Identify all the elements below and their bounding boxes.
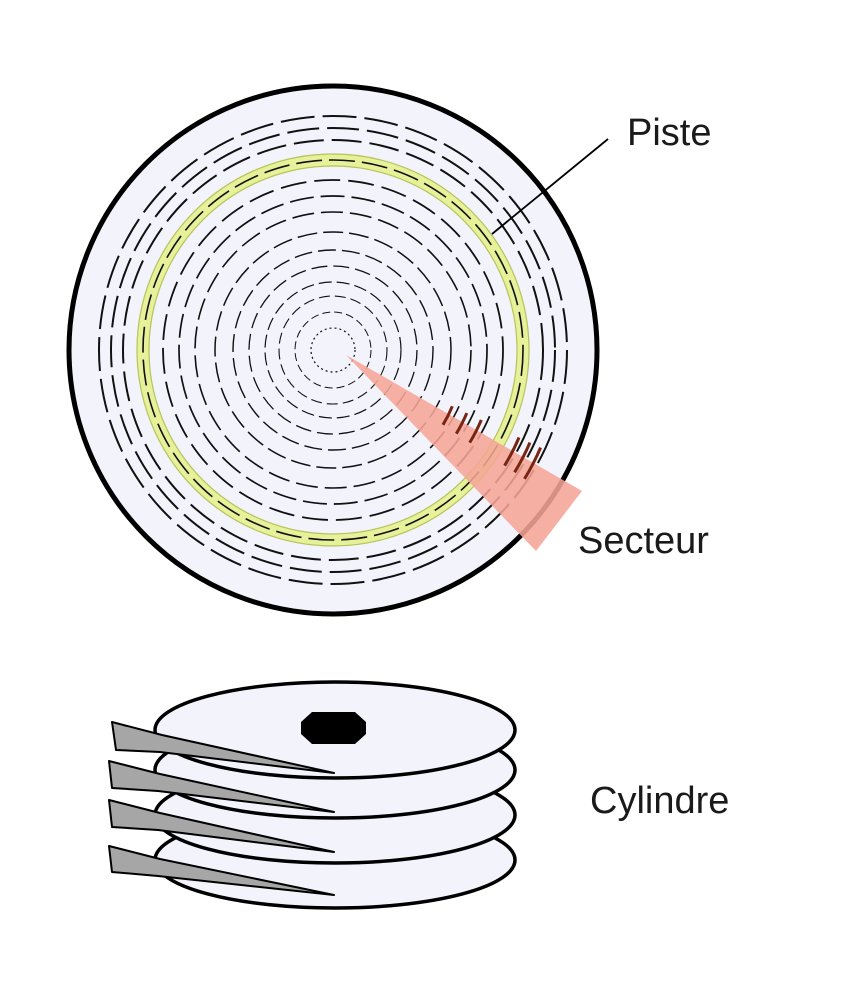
sector-track-segments: [441, 405, 542, 480]
track: [162, 179, 504, 521]
cylinder-label: Cylindre: [590, 780, 730, 822]
track: [98, 115, 568, 585]
track: [214, 231, 452, 469]
platter-top-view: [66, 83, 609, 617]
read-write-head-icon: [111, 721, 335, 774]
track-label: Piste: [627, 112, 712, 154]
tracks: [98, 115, 568, 585]
track-leader-line: [491, 138, 609, 235]
track: [248, 265, 418, 435]
track: [194, 211, 472, 489]
track: [264, 281, 402, 419]
track: [178, 195, 488, 505]
sector-label: Secteur: [578, 520, 709, 562]
read-write-head-icon: [108, 760, 335, 813]
read-write-heads: [108, 721, 335, 896]
sector-wedge: [346, 355, 582, 551]
read-write-head-icon: [108, 845, 335, 896]
track: [278, 295, 388, 405]
sector-track-segment: [455, 412, 469, 435]
highlighted-track-edge-inner: [148, 165, 518, 535]
spindle-icon: [301, 712, 366, 744]
center-hole: [310, 327, 356, 373]
sector-track-segment: [523, 447, 542, 480]
track: [122, 139, 544, 561]
track: [232, 249, 434, 451]
track: [142, 159, 524, 541]
sector-track-segment: [468, 419, 483, 444]
sector-track-segment: [441, 405, 454, 426]
track: [294, 311, 372, 389]
track: [110, 127, 556, 573]
highlighted-track-edge-outer: [136, 153, 530, 547]
read-write-head-icon: [108, 799, 335, 853]
sector-track-segment: [513, 442, 532, 474]
sector-track-segment: [503, 436, 521, 467]
